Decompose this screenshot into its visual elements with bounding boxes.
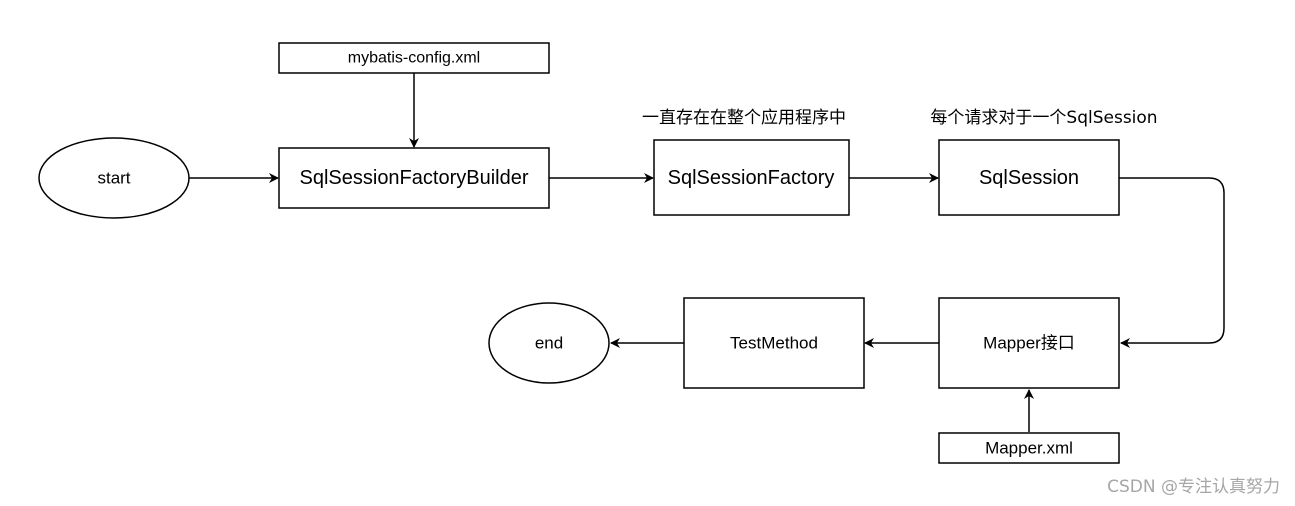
mybatis-config-label: mybatis-config.xml <box>348 50 480 67</box>
session-box <box>938 139 1120 216</box>
end-ellipse <box>488 302 610 384</box>
mapper-label: Mapper接口 <box>983 334 1075 353</box>
mybatis-config-box <box>278 42 550 74</box>
mapper-xml-box <box>938 432 1120 464</box>
node-end: end <box>488 302 610 384</box>
builder-label: SqlSessionFactoryBuilder <box>300 167 529 189</box>
testmethod-label: TestMethod <box>730 334 818 353</box>
node-testmethod: TestMethod <box>683 297 865 389</box>
start-ellipse <box>38 137 190 219</box>
node-mapper-interface: Mapper接口 <box>938 297 1120 389</box>
edge-session-to-mapper <box>1119 177 1225 348</box>
end-label: end <box>535 334 563 353</box>
node-sqlsession: SqlSession <box>938 139 1120 216</box>
node-sqlsessionfactorybuilder: SqlSessionFactoryBuilder <box>278 147 550 209</box>
builder-box <box>278 147 550 209</box>
node-mapper-xml: Mapper.xml <box>938 432 1120 464</box>
start-label: start <box>97 169 130 188</box>
node-mybatis-config: mybatis-config.xml <box>278 42 550 74</box>
node-start: start <box>38 137 190 219</box>
edges <box>189 73 1225 432</box>
watermark-text: CSDN @专注认真努力 <box>1107 477 1280 497</box>
testmethod-box <box>683 297 865 389</box>
mapper-box <box>938 297 1120 389</box>
session-annotation: 每个请求对于一个SqlSession <box>930 108 1157 128</box>
mapper-xml-label: Mapper.xml <box>985 439 1073 458</box>
factory-label: SqlSessionFactory <box>668 167 835 189</box>
session-label: SqlSession <box>979 167 1079 189</box>
factory-annotation: 一直存在在整个应用程序中 <box>642 108 846 128</box>
node-sqlsessionfactory: SqlSessionFactory <box>653 139 850 216</box>
factory-box <box>653 139 850 216</box>
